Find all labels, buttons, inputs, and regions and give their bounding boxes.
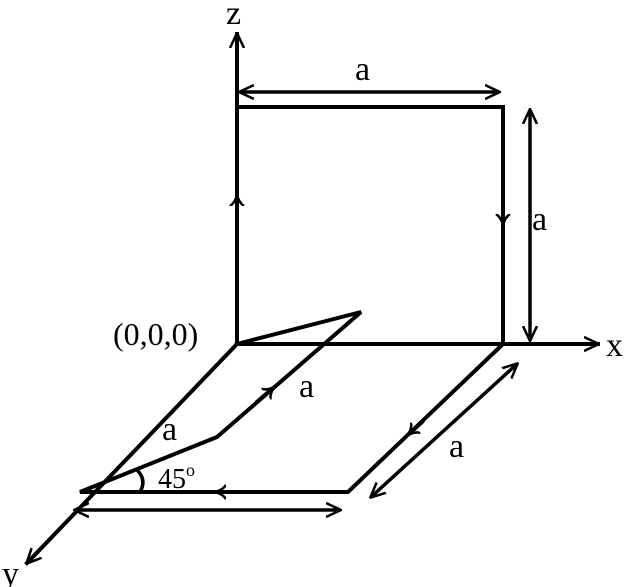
x-axis-label: x (606, 327, 623, 364)
y-axis-label: y (2, 556, 19, 587)
current-arrow-downleft (410, 419, 425, 433)
y-axis (24, 341, 240, 563)
dimension-diagonal (371, 364, 517, 497)
side-label-bottom-diagonal: a (449, 428, 464, 465)
vertical-loop (235, 105, 505, 346)
side-label-slanted-upper: a (299, 368, 314, 405)
side-label-slanted-lower: a (162, 411, 177, 448)
side-label-top: a (355, 51, 370, 88)
origin-label: (0,0,0) (113, 316, 198, 352)
z-axis-label: z (226, 0, 241, 32)
angle-label: 45o (158, 460, 195, 495)
angle-arc (135, 468, 145, 493)
side-label-right: a (532, 201, 547, 238)
current-arrow-upright (255, 389, 272, 404)
